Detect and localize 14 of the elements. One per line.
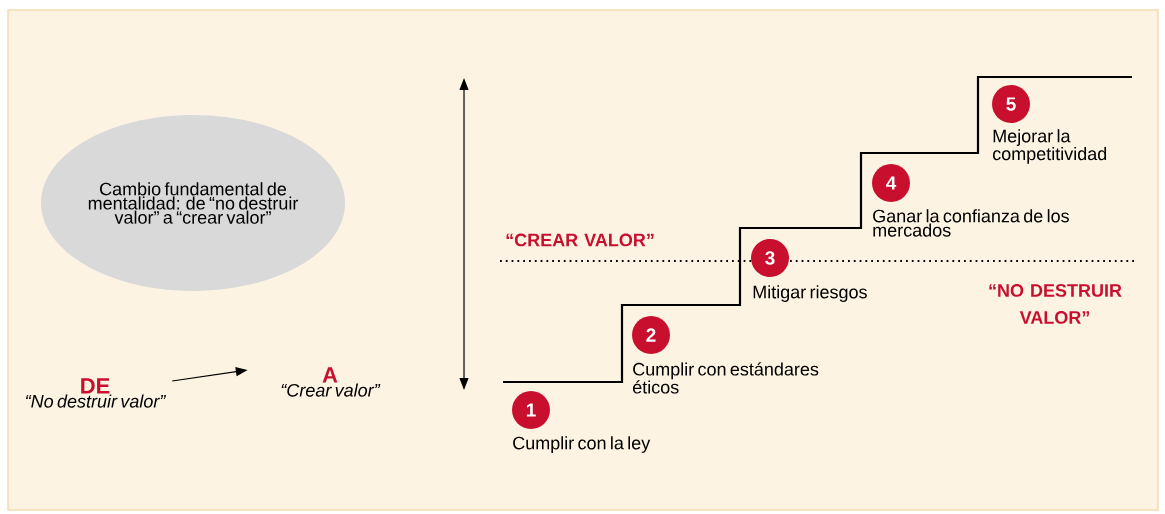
step-number: 5	[992, 85, 1030, 123]
step-label: Mejorar la competitividad	[992, 129, 1107, 164]
step-label: Cumplir con estándares éticos	[632, 362, 819, 394]
step-number: 4	[872, 164, 910, 202]
transition-label: A “Crear valor”	[281, 367, 381, 397]
transition-label: DE “No destruir valor”	[25, 378, 166, 408]
zone-label: “CREAR VALOR”	[506, 233, 654, 247]
step-label: Ganar la confianza de los mercados	[873, 209, 1069, 237]
step-number: 3	[751, 239, 789, 277]
zone-label: “NO DESTRUIR VALOR”	[989, 284, 1122, 324]
step-label: Mitigar riesgos	[753, 285, 867, 302]
step-label: Cumplir con la ley	[513, 436, 651, 453]
step-number: 2	[632, 316, 670, 354]
step-number: 1	[512, 391, 550, 429]
